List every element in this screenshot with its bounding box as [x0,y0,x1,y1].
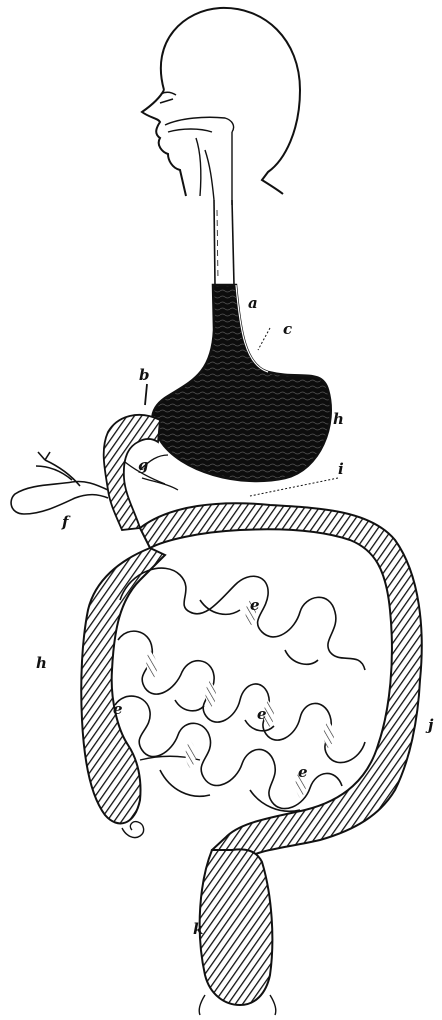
large-intestine [81,503,421,870]
small-intestine [115,568,365,811]
duodenum [104,415,160,530]
appendix [122,822,144,838]
rectum [199,849,276,1015]
stomach [152,285,330,481]
pharynx [165,117,234,205]
gall-bladder [11,452,108,514]
oesophagus [214,200,234,285]
pancreatic-ducts [125,455,178,490]
head [142,8,300,196]
